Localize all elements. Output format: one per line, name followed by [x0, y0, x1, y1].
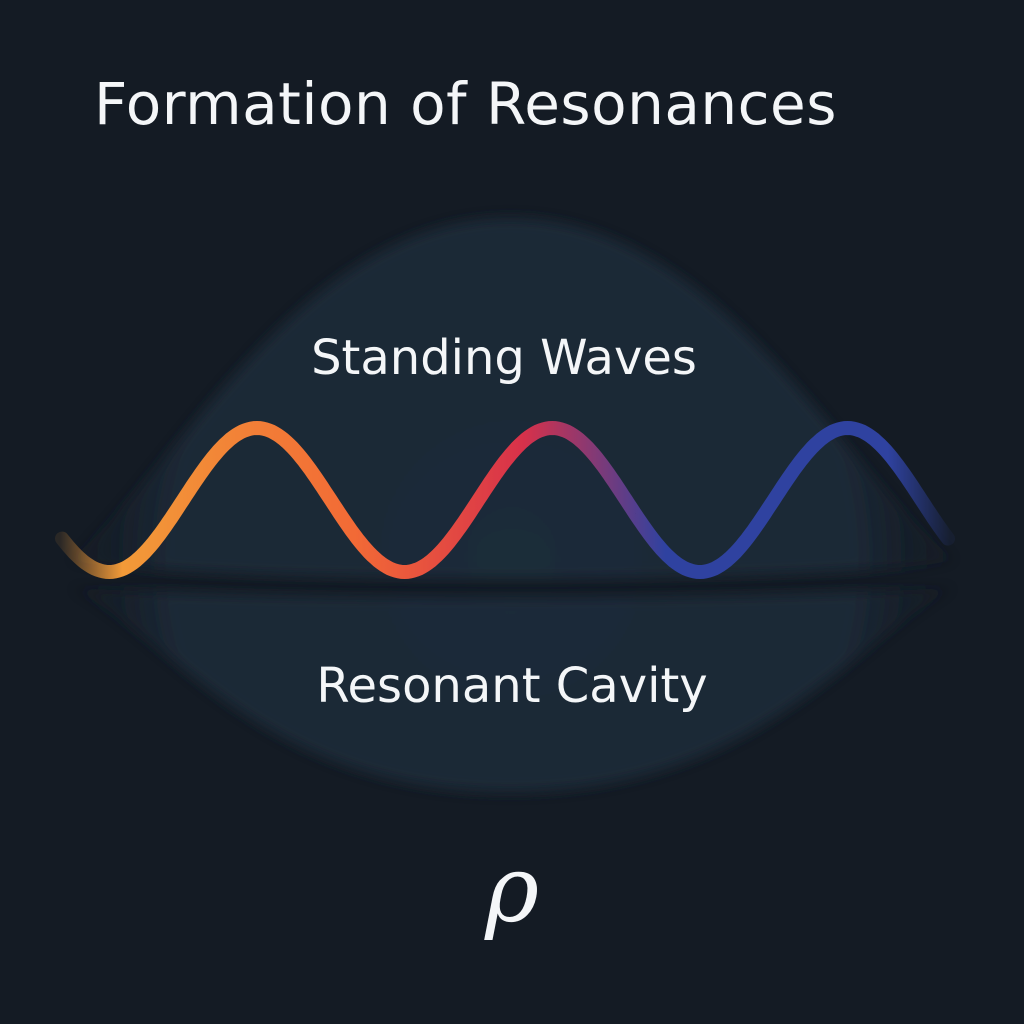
resonant-cavity-lower-lobe [70, 588, 955, 792]
page-title: Formation of Resonances [94, 70, 837, 138]
resonant-cavity-label: Resonant Cavity [316, 658, 708, 714]
standing-wave-curve [55, 420, 955, 580]
standing-waves-label: Standing Waves [311, 330, 697, 386]
resonant-cavity-upper-lobe [70, 218, 955, 579]
rho-symbol: ρ [484, 836, 540, 943]
